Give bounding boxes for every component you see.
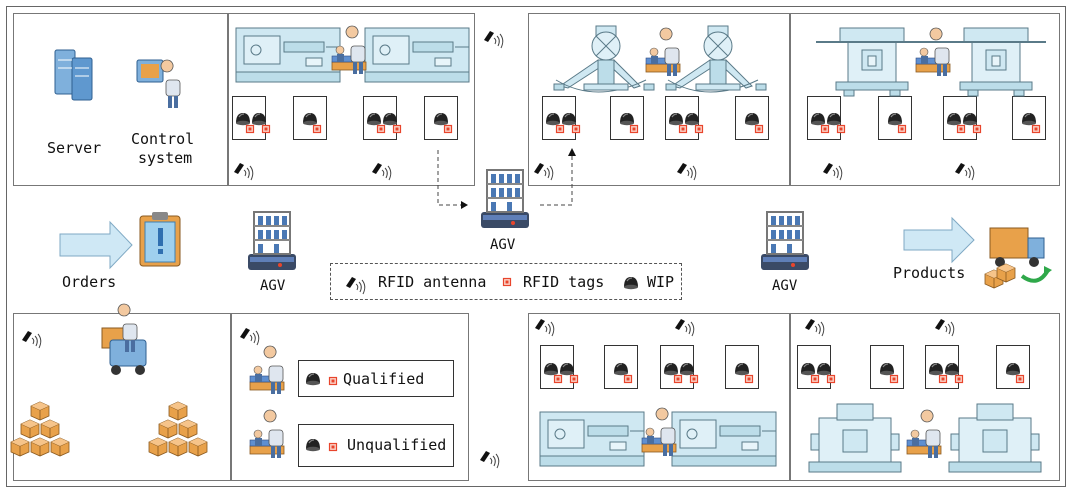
- machining-center-icon: [948, 403, 1042, 473]
- lathe-machine-icon: [364, 27, 470, 83]
- server-label: Server: [47, 139, 102, 157]
- delivery-truck-icon: [984, 227, 1052, 289]
- server-icon: [54, 49, 93, 101]
- wip-icon: [305, 372, 321, 386]
- operator-icon: [646, 28, 680, 76]
- control-system-label-line2: system: [138, 149, 193, 167]
- wip-group: [543, 362, 1021, 376]
- legend-tags-label: RFID tags: [523, 273, 605, 291]
- boxes-pile-icon: [10, 401, 70, 457]
- operator-icon: [642, 408, 676, 456]
- orders-arrow-icon: [59, 220, 133, 270]
- lathe-machine-icon: [539, 411, 645, 467]
- press-machine-icon: [959, 27, 1033, 97]
- diagram-frame: [6, 6, 1066, 487]
- wip-group: [235, 112, 1037, 126]
- agv-label: AGV: [772, 278, 798, 294]
- tag-group: [553, 374, 1025, 384]
- machining-center-icon: [808, 403, 902, 473]
- legend-antenna-label: RFID antenna: [378, 273, 487, 291]
- tag-station: [870, 345, 904, 389]
- products-arrow-icon: [903, 216, 975, 264]
- operator-icon: [916, 28, 950, 76]
- agv-icon: [760, 211, 810, 271]
- legend-wip-label: WIP: [647, 273, 675, 291]
- tag-icon: [328, 442, 338, 452]
- control-system-label-line1: Control: [131, 130, 195, 148]
- qualified-label: Qualified: [343, 370, 425, 388]
- robot-arm-icon: [553, 25, 655, 93]
- agv-icon: [480, 169, 530, 229]
- tag-group: [245, 124, 1041, 134]
- unqualified-label: Unqualified: [347, 436, 447, 454]
- robot-arm-icon: [665, 25, 767, 93]
- legend-antenna-icon: [345, 276, 366, 295]
- tag-station: [604, 345, 638, 389]
- clipboard-icon: [139, 212, 181, 267]
- unqualified-box: [298, 424, 454, 467]
- control-center-cell: [13, 13, 228, 186]
- operator-icon: [907, 410, 941, 458]
- lathe-machine-icon: [671, 411, 777, 467]
- wip-icon: [305, 438, 321, 452]
- lathe-machine-icon: [235, 27, 341, 83]
- legend-wip-icon: [623, 276, 639, 290]
- inspector-icon: [250, 410, 284, 458]
- press-machine-icon: [835, 27, 909, 97]
- products-label: Products: [893, 264, 966, 282]
- forklift-icon: [101, 303, 147, 375]
- inspector-icon: [250, 346, 284, 394]
- qualified-box: [298, 360, 454, 397]
- tag-icon: [328, 376, 338, 386]
- control-system-icon: [136, 59, 181, 109]
- legend-tag-icon: [502, 277, 512, 287]
- orders-label: Orders: [62, 273, 117, 291]
- agv-icon: [247, 211, 297, 271]
- agv-label: AGV: [490, 237, 516, 253]
- boxes-pile-icon: [148, 401, 208, 457]
- agv-label: AGV: [260, 278, 286, 294]
